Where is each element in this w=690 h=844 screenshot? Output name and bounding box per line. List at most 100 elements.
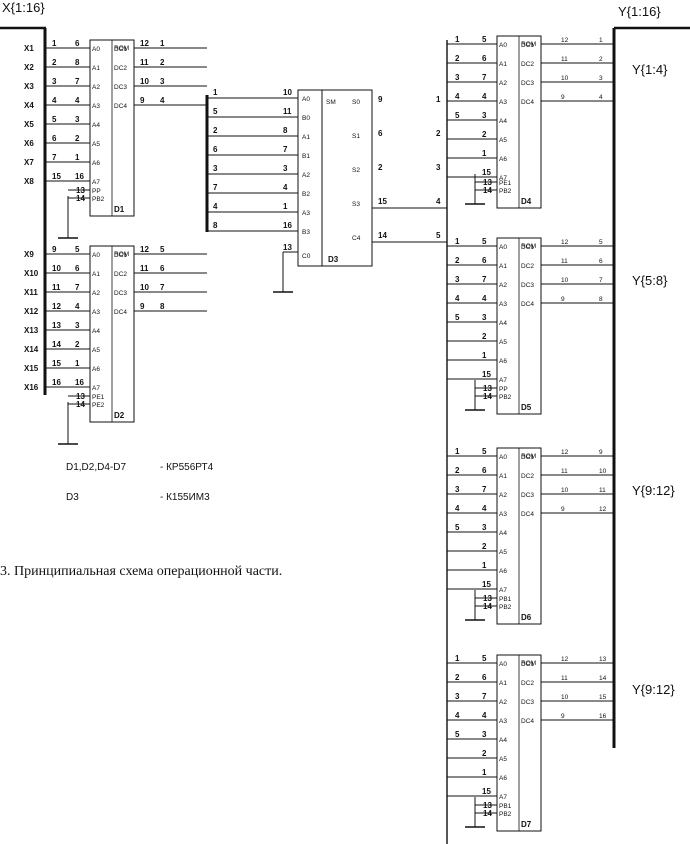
adder-net-number: 3: [213, 164, 218, 173]
adder-output-label: S1: [352, 133, 360, 140]
output-pin-number: 11: [561, 468, 568, 475]
input-signal-label: X5: [24, 120, 34, 129]
chip-type-label: ROM: [114, 45, 129, 52]
chip-pin-number: 2: [482, 130, 487, 139]
pin-label: A6: [499, 358, 507, 365]
adder-chip-d3: [321, 89, 373, 267]
chip-pin-number: 15: [482, 370, 491, 379]
adder-pin-number: 3: [283, 164, 288, 173]
adder-input-label: A0: [302, 96, 310, 103]
bus-pin-number: 2: [455, 673, 460, 682]
output-net-number: 9: [599, 449, 603, 456]
chip-pin-number: 5: [75, 245, 80, 254]
adder-output-pin: 14: [378, 231, 387, 240]
bus-pin-number: 13: [52, 321, 61, 330]
chip-pin-number: 5: [482, 237, 487, 246]
output-pin-label: DC4: [114, 103, 127, 110]
chip-pin-number: 6: [482, 256, 487, 265]
pin-label: A5: [92, 141, 100, 148]
chip-pin-number: 1: [482, 149, 487, 158]
bus-pin-number: 1: [455, 654, 460, 663]
pin-label: A6: [499, 775, 507, 782]
pin-label: A1: [499, 473, 507, 480]
input-signal-label: X7: [24, 158, 34, 167]
pin-label: A3: [92, 309, 100, 316]
output-net-number: 7: [599, 277, 603, 284]
control-pin-label: PB1: [499, 596, 512, 603]
output-pin-number: 11: [561, 675, 568, 682]
bus-pin-number: 4: [52, 96, 57, 105]
adder-pin-number: 4: [283, 183, 288, 192]
chip-pin-number: 4: [482, 92, 487, 101]
output-pin-number: 12: [561, 656, 569, 663]
chip-pin-number: 3: [482, 111, 487, 120]
output-pin-number: 12: [140, 245, 149, 254]
output-pin-number: 12: [561, 449, 569, 456]
pin-label: A3: [499, 511, 507, 518]
bus-pin-number: 11: [52, 283, 61, 292]
chip-pin-number: 3: [75, 321, 80, 330]
adder-input-label: B1: [302, 153, 310, 160]
chip-pin-number: 3: [482, 313, 487, 322]
chip-pin-number: 1: [482, 768, 487, 777]
chip-pin-number: 16: [75, 172, 84, 181]
output-pin-label: DC3: [521, 80, 534, 87]
output-pin-label: DC1: [521, 42, 534, 49]
input-signal-label: X13: [24, 326, 39, 335]
output-pin-label: DC2: [114, 271, 127, 278]
output-net-number: 2: [599, 56, 603, 63]
control-pin-label: PB2: [92, 196, 105, 203]
pin-label: A1: [92, 65, 100, 72]
output-pin-number: 10: [561, 694, 569, 701]
chip-pin-number: 4: [75, 302, 80, 311]
pin-label: A3: [499, 718, 507, 725]
bus-pin-number: 4: [455, 92, 460, 101]
chip-pin-number: 3: [75, 115, 80, 124]
adder-input-label: B3: [302, 229, 310, 236]
chip-pin-number: 1: [482, 351, 487, 360]
output-pin-label: DC4: [114, 309, 127, 316]
adder-net-number: 7: [213, 183, 218, 192]
pin-label: A4: [499, 118, 507, 125]
pin-label: A6: [499, 156, 507, 163]
bus-pin-number: 14: [52, 340, 61, 349]
pin-label: A4: [499, 320, 507, 327]
chip-pin-number: 3: [482, 730, 487, 739]
pin-label: A5: [499, 756, 507, 763]
pin-label: A6: [499, 568, 507, 575]
output-pin-label: DC3: [521, 282, 534, 289]
pin-label: A1: [499, 680, 507, 687]
output-net-number: 5: [160, 245, 165, 254]
pin-label: A1: [499, 61, 507, 68]
control-pin-label: PB2: [499, 394, 512, 401]
output-net-number: 2: [160, 58, 165, 67]
output-pin-label: DC4: [521, 301, 534, 308]
output-pin-number: 10: [140, 77, 149, 86]
output-net-number: 4: [160, 96, 165, 105]
chip-pin-number: 15: [482, 580, 491, 589]
adder-pin-number: 16: [283, 221, 292, 230]
output-net-number: 13: [599, 656, 607, 663]
input-signal-label: X16: [24, 383, 39, 392]
output-group-label: Y{1:4}: [632, 62, 668, 77]
chip-pin-number: 15: [482, 168, 491, 177]
pin-label: A4: [92, 328, 100, 335]
pin-label: A0: [499, 42, 507, 49]
input-signal-label: X1: [24, 44, 34, 53]
adder-output-pin: 9: [378, 95, 383, 104]
pin-label: A7: [499, 377, 507, 384]
input-signal-label: X2: [24, 63, 34, 72]
bus-pin-number: 16: [52, 378, 61, 387]
chip-pin-number: 6: [75, 39, 80, 48]
pin-label: A5: [499, 549, 507, 556]
pin-label: A5: [499, 137, 507, 144]
chip-pin-number: 5: [482, 35, 487, 44]
pin-label: A1: [499, 263, 507, 270]
pin-label: A0: [499, 244, 507, 251]
bus-pin-number: 5: [52, 115, 57, 124]
chip-name: D7: [521, 820, 532, 829]
chip-pin-number: 7: [482, 73, 487, 82]
output-pin-number: 9: [140, 302, 145, 311]
chip-name: D1: [114, 205, 125, 214]
chip-pin-number: 2: [75, 134, 80, 143]
